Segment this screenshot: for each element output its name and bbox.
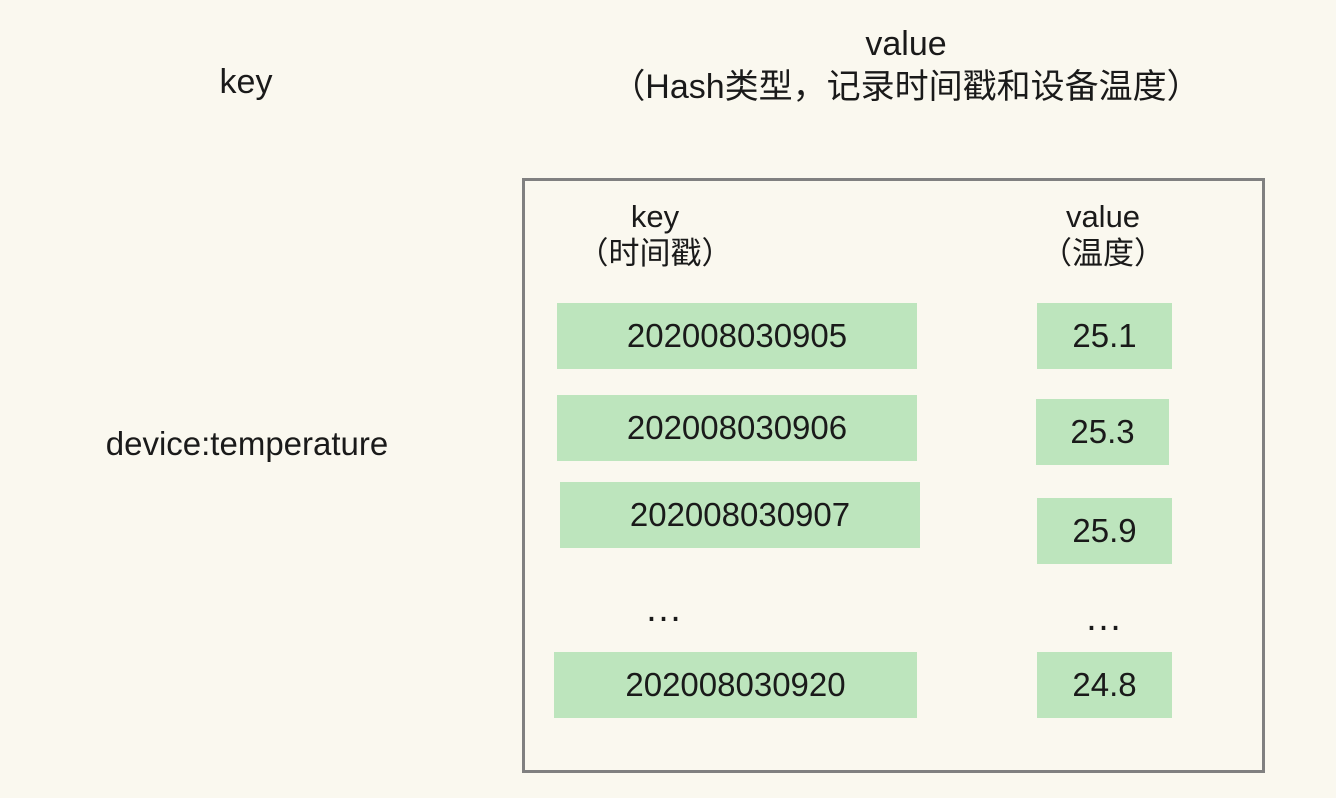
table-row-field-key: 202008030906 [557,395,917,461]
hash-value-box [522,178,1265,773]
value-column-caption: value （Hash类型，记录时间戳和设备温度） [506,24,1306,109]
table-column-header-key-subtitle: （时间戳） [577,236,733,272]
redis-key-name: device:temperature [105,425,389,462]
value-caption-title: value [865,25,947,63]
value-caption-subtitle: （Hash类型，记录时间戳和设备温度） [611,68,1201,107]
table-column-header-value-subtitle: （温度） [1041,236,1165,272]
table-row-field-value: 24.8 [1037,652,1172,718]
table-row-field-key: 202008030907 [560,482,920,548]
table-row-field-value: 25.9 [1037,498,1172,564]
table-column-header-key-title: key [630,199,680,234]
table-row-ellipsis-key: … [644,588,686,630]
table-row-ellipsis-value: … [1084,597,1126,639]
table-row-field-value: 25.3 [1036,399,1169,465]
table-row-field-key: 202008030905 [557,303,917,369]
table-column-header-value: value （温度） [998,198,1208,272]
table-row-field-key: 202008030920 [554,652,917,718]
table-row-field-value: 25.1 [1037,303,1172,369]
key-column-caption: key [219,63,273,101]
table-column-header-key: key （时间戳） [520,198,790,272]
table-column-header-value-title: value [1065,199,1141,234]
